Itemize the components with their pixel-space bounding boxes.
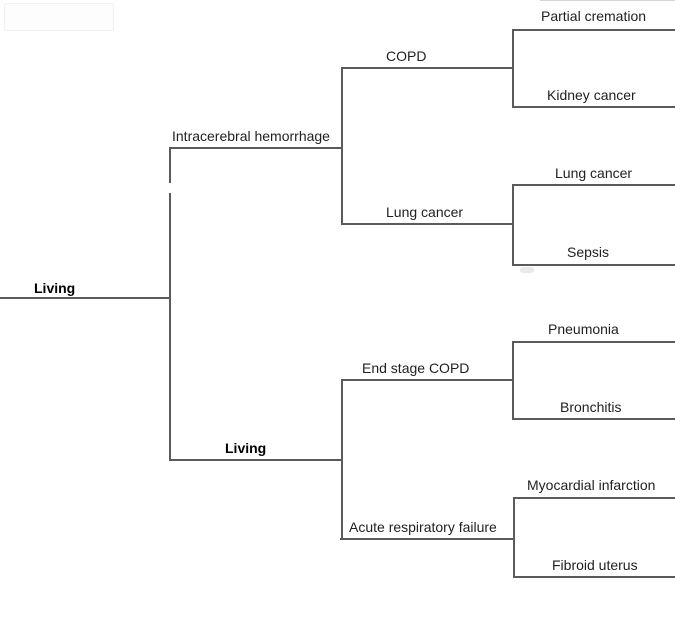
living-branch-label: Living [225, 440, 267, 456]
sepsis-leaf-line [512, 264, 675, 266]
lung-cancer-leaf-label: Lung cancer [555, 165, 633, 181]
end-stage-copd-label: End stage COPD [362, 360, 470, 376]
kidney-cancer-leaf-line [512, 106, 675, 108]
intracerebral-branch-line [169, 147, 343, 149]
acute-resp-branch-line [340, 538, 515, 540]
main-vertical-lower-segment [169, 193, 171, 461]
kidney-cancer-label: Kidney cancer [547, 87, 636, 103]
myocardial-leaf-line [513, 497, 675, 499]
root-living-line [0, 297, 171, 299]
upper-mid-vertical [341, 67, 343, 225]
cropped-top-edge-line [540, 0, 675, 1]
bronchitis-leaf-line [512, 418, 675, 420]
partial-cremation-leaf-line [512, 29, 675, 31]
smudge-artifact [520, 267, 534, 273]
pneumonia-leaf-line [512, 341, 675, 343]
bronchitis-label: Bronchitis [560, 399, 622, 415]
partial-cremation-label: Partial cremation [541, 8, 647, 24]
copd-label: COPD [386, 48, 427, 64]
sepsis-label: Sepsis [567, 244, 610, 260]
intracerebral-hemorrhage-label: Intracerebral hemorrhage [172, 128, 330, 144]
lung-cancer-leaf-line [512, 184, 675, 186]
erased-label-box [4, 3, 114, 31]
acute-respiratory-failure-label: Acute respiratory failure [349, 519, 497, 535]
main-vertical-upper-segment [169, 147, 171, 183]
living-branch-line [169, 459, 343, 461]
copd-branch-line [341, 67, 514, 69]
end-stage-copd-branch-line [341, 379, 514, 381]
lung-subtree-vertical [512, 184, 514, 266]
fibroid-uterus-label: Fibroid uterus [552, 557, 638, 573]
root-living-label: Living [34, 280, 76, 296]
endstage-subtree-vertical [512, 341, 514, 420]
lung-cancer-branch-label: Lung cancer [386, 204, 464, 220]
lower-mid-vertical [341, 379, 343, 540]
acute-subtree-vertical [513, 497, 515, 578]
copd-subtree-vertical [512, 29, 514, 108]
lung-cancer-branch-line [341, 223, 514, 225]
pneumonia-label: Pneumonia [548, 321, 619, 337]
myocardial-infarction-label: Myocardial infarction [527, 477, 656, 493]
fibroid-uterus-leaf-line [513, 576, 675, 578]
